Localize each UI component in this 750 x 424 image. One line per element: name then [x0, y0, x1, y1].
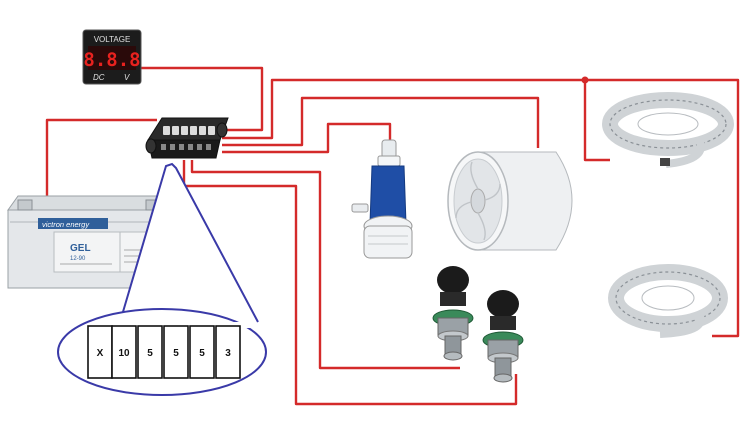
wire-battery-fuse	[45, 118, 157, 196]
wire-socket-1	[190, 160, 460, 370]
battery-type: GEL	[70, 243, 91, 254]
battery-model: 12-90	[70, 256, 86, 262]
wire-fan	[222, 96, 540, 148]
wire-bus-led	[222, 78, 740, 338]
fuse-rating-table	[87, 325, 241, 379]
fuse-label: 5	[173, 348, 179, 359]
voltmeter-unit-v: V	[124, 73, 130, 82]
fuse-cell	[137, 325, 163, 379]
water-pump-icon	[351, 139, 413, 259]
fuse-cell	[111, 325, 137, 379]
fuse-box-icon	[145, 117, 229, 159]
voltmeter-digits: 8.8.8	[83, 49, 140, 71]
fuse-cell	[189, 325, 215, 379]
wire-junction	[581, 76, 589, 84]
voltmeter-unit-dc: DC	[93, 73, 105, 82]
voltmeter-title: VOLTAGE	[94, 35, 131, 44]
socket-icon	[432, 266, 524, 383]
wires	[45, 66, 740, 406]
fan-icon	[447, 151, 573, 251]
wire-pump	[222, 122, 392, 154]
led-strip-icon	[602, 92, 734, 338]
fuse-cell	[215, 325, 241, 379]
fuse-label: 5	[147, 348, 153, 359]
fuse-label: X	[97, 348, 104, 359]
wire-voltmeter	[140, 66, 264, 132]
battery-brand: victron energy	[42, 220, 90, 229]
fuse-box	[145, 117, 229, 159]
fuse-callout: X 10 5 5 5 3	[57, 162, 267, 396]
wire-bus-led-top	[583, 80, 610, 162]
voltmeter: VOLTAGE 8.8.8 DC V	[82, 29, 142, 85]
fuse-label: 3	[225, 348, 231, 359]
callout-pointer	[119, 162, 259, 323]
fuse-label: 5	[199, 348, 205, 359]
fuse-label: 10	[118, 348, 130, 359]
fuse-cell	[163, 325, 189, 379]
